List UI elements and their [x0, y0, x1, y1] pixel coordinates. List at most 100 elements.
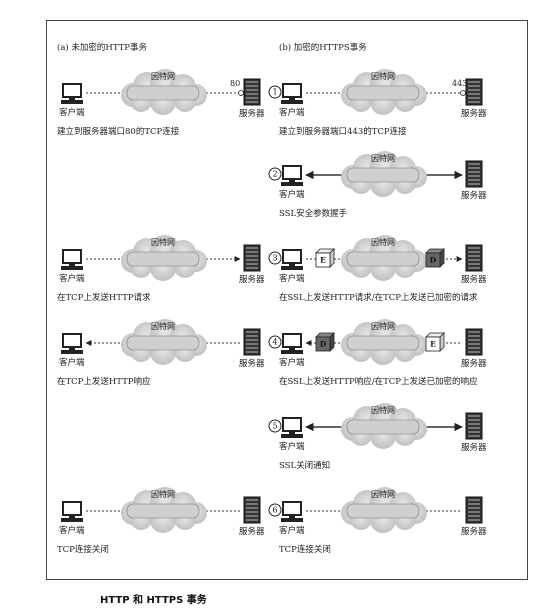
step-number-badge: 2	[268, 167, 282, 181]
internet-label: 因特网	[371, 405, 395, 415]
figure-frame	[46, 20, 528, 580]
step-number: 6	[272, 506, 277, 515]
internet-label: 因特网	[151, 71, 175, 81]
server-label: 服务器	[461, 442, 487, 453]
client-computer-icon: 客户端	[59, 501, 85, 536]
client-label: 客户端	[279, 107, 305, 118]
client-label: 客户端	[59, 357, 85, 368]
decrypt-packet-icon: D	[315, 332, 335, 352]
internet-cloud: 因特网	[341, 235, 427, 281]
row-caption: SSL关闭通知	[279, 460, 330, 471]
server-label: 服务器	[461, 108, 487, 119]
internet-cloud: 因特网	[341, 151, 427, 197]
port-label: 443	[452, 79, 467, 88]
server-tower-icon: 服务器	[461, 496, 487, 537]
port-label: 80	[230, 79, 240, 88]
server-label: 服务器	[461, 358, 487, 369]
step-number: 3	[272, 254, 277, 263]
row-caption: TCP连接关闭	[279, 544, 331, 555]
internet-cloud: 因特网	[121, 235, 207, 281]
row-caption: 在SSL上发送HTTP响应/在TCP上发送已加密的响应	[279, 376, 478, 387]
row-caption: 在SSL上发送HTTP请求/在TCP上发送已加密的请求	[279, 292, 478, 303]
client-label: 客户端	[279, 441, 305, 452]
client-label: 客户端	[59, 273, 85, 284]
server-tower-icon: 服务器	[461, 244, 487, 285]
step-number: 4	[272, 338, 277, 347]
encrypt-packet-icon-letter: E	[430, 340, 436, 349]
client-label: 客户端	[279, 357, 305, 368]
row-caption: 建立到服务器端口80的TCP连接	[57, 126, 180, 137]
step-number-badge: 5	[268, 419, 282, 433]
internet-cloud: 因特网	[341, 69, 427, 115]
client-computer-icon: 客户端	[279, 83, 305, 118]
server-tower-icon: 服务器	[461, 160, 487, 201]
internet-cloud: 因特网	[121, 69, 207, 115]
server-label: 服务器	[239, 274, 265, 285]
internet-cloud: 因特网	[341, 403, 427, 449]
step-number: 1	[272, 88, 277, 97]
internet-label: 因特网	[371, 489, 395, 499]
server-tower-icon: 服务器	[239, 78, 265, 119]
client-label: 客户端	[59, 107, 85, 118]
decrypt-packet-icon-letter: D	[430, 256, 437, 265]
server-tower-icon: 服务器	[239, 496, 265, 537]
internet-label: 因特网	[151, 489, 175, 499]
client-computer-icon: 客户端	[59, 333, 85, 368]
internet-label: 因特网	[151, 321, 175, 331]
port-dot	[460, 90, 466, 96]
internet-label: 因特网	[371, 71, 395, 81]
row-caption: 建立到服务器端口443的TCP连接	[279, 126, 407, 137]
client-computer-icon: 客户端	[279, 165, 305, 200]
internet-label: 因特网	[371, 153, 395, 163]
encrypt-packet-icon-letter: E	[320, 256, 326, 265]
server-label: 服务器	[461, 190, 487, 201]
internet-label: 因特网	[371, 237, 395, 247]
client-label: 客户端	[279, 525, 305, 536]
server-label: 服务器	[239, 526, 265, 537]
client-label: 客户端	[279, 189, 305, 200]
internet-cloud: 因特网	[341, 319, 427, 365]
decrypt-packet-icon: D	[425, 248, 445, 268]
server-label: 服务器	[461, 526, 487, 537]
client-computer-icon: 客户端	[59, 83, 85, 118]
step-number-badge: 4	[268, 335, 282, 349]
step-number: 5	[272, 422, 277, 431]
client-computer-icon: 客户端	[279, 417, 305, 452]
server-tower-icon: 服务器	[239, 244, 265, 285]
encrypt-packet-icon: E	[315, 248, 335, 268]
internet-label: 因特网	[371, 321, 395, 331]
step-number-badge: 1	[268, 85, 282, 99]
row-caption: SSL安全参数握手	[279, 208, 348, 219]
right-column-title: (b) 加密的HTTPS事务	[279, 42, 367, 53]
row-caption: TCP连接关闭	[57, 544, 109, 555]
row-caption: 在TCP上发送HTTP请求	[57, 292, 151, 303]
client-computer-icon: 客户端	[279, 333, 305, 368]
step-number-badge: 6	[268, 503, 282, 517]
internet-cloud: 因特网	[341, 487, 427, 533]
client-label: 客户端	[59, 525, 85, 536]
internet-cloud: 因特网	[121, 487, 207, 533]
client-label: 客户端	[279, 273, 305, 284]
internet-cloud: 因特网	[121, 319, 207, 365]
step-number-badge: 3	[268, 251, 282, 265]
server-tower-icon: 服务器	[239, 328, 265, 369]
decrypt-packet-icon-letter: D	[320, 340, 327, 349]
step-number: 2	[272, 170, 277, 179]
server-label: 服务器	[239, 108, 265, 119]
server-tower-icon: 服务器	[461, 412, 487, 453]
row-caption: 在TCP上发送HTTP响应	[57, 376, 151, 387]
server-tower-icon: 服务器	[461, 78, 487, 119]
server-label: 服务器	[461, 274, 487, 285]
encrypt-packet-icon: E	[425, 332, 445, 352]
